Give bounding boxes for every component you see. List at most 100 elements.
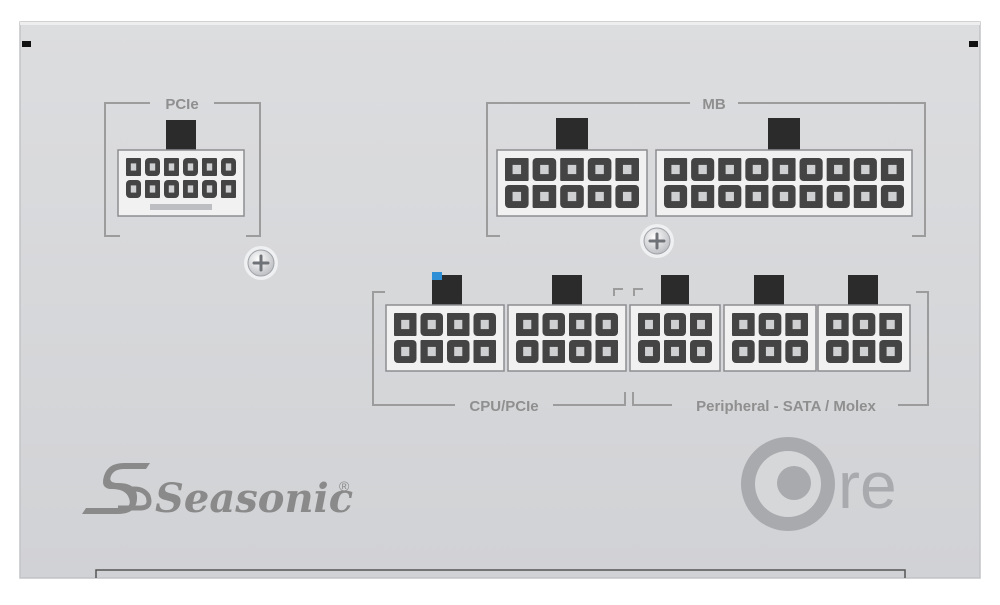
registered-mark: ® bbox=[339, 478, 350, 494]
pin-contact bbox=[480, 319, 489, 330]
pin-contact bbox=[401, 346, 410, 357]
pin-contact bbox=[206, 163, 213, 171]
connector-latch bbox=[432, 275, 462, 309]
pin-contact bbox=[595, 164, 604, 175]
pin-contact bbox=[671, 319, 679, 330]
pin-contact bbox=[765, 346, 775, 357]
seasonic-wordmark: Seasonic bbox=[155, 475, 353, 522]
pin-contact bbox=[480, 346, 489, 357]
pcie-bracket bbox=[104, 102, 261, 237]
pin-contact bbox=[861, 191, 870, 202]
pin-contact bbox=[833, 319, 842, 330]
connector-latch bbox=[556, 118, 588, 154]
pin-contact bbox=[576, 346, 585, 357]
pin-contact bbox=[888, 191, 897, 202]
core-logo-dot bbox=[777, 466, 811, 500]
pin-contact bbox=[645, 319, 653, 330]
connector-accent-tab bbox=[432, 272, 442, 280]
pin-contact bbox=[523, 319, 532, 330]
pin-contact bbox=[549, 319, 558, 330]
pin-contact bbox=[833, 346, 842, 357]
pin-contact bbox=[206, 185, 213, 193]
pin-contact bbox=[739, 346, 748, 357]
pin-contact bbox=[671, 164, 680, 175]
screw bbox=[244, 246, 278, 280]
connector-latch bbox=[166, 120, 196, 154]
pin-contact bbox=[225, 163, 232, 171]
pin-contact bbox=[806, 191, 816, 202]
mb-label: MB bbox=[702, 96, 725, 113]
pin-contact bbox=[540, 164, 549, 175]
connector-sockets bbox=[117, 118, 913, 372]
pin-contact bbox=[540, 191, 549, 202]
pin-contact bbox=[512, 191, 522, 202]
core-series-logo: re bbox=[741, 437, 897, 531]
seasonic-mark-stroke bbox=[118, 486, 152, 511]
pin-contact bbox=[523, 346, 532, 357]
pin-contact bbox=[149, 185, 156, 193]
pin-contact bbox=[622, 191, 632, 202]
pin-contact bbox=[187, 163, 194, 171]
pin-contact bbox=[595, 191, 604, 202]
panel-top-edge bbox=[20, 22, 980, 25]
pin-contact bbox=[671, 346, 679, 357]
pin-contact bbox=[792, 346, 801, 357]
cpu-pcie-bracket bbox=[372, 288, 626, 406]
pcie-label: PCIe bbox=[165, 96, 198, 113]
pin-contact bbox=[645, 346, 653, 357]
pin-contact bbox=[834, 191, 843, 202]
pin-contact bbox=[168, 163, 175, 171]
pin-contact bbox=[427, 346, 436, 357]
pin-contact bbox=[454, 319, 463, 330]
connector-latch bbox=[768, 118, 800, 154]
peripheral-label: Peripheral - SATA / Molex bbox=[696, 398, 876, 415]
pin-contact bbox=[861, 164, 870, 175]
pin-contact bbox=[671, 191, 680, 202]
pin-contact bbox=[739, 319, 748, 330]
pin-contact bbox=[752, 164, 762, 175]
pin-contact bbox=[549, 346, 558, 357]
mb-bracket bbox=[486, 102, 926, 237]
pin-contact bbox=[602, 346, 611, 357]
seasonic-mark bbox=[82, 463, 150, 514]
pin-contact bbox=[834, 164, 843, 175]
pin-contact bbox=[765, 319, 775, 330]
pin-contact bbox=[725, 191, 734, 202]
bottom-bracket bbox=[95, 569, 906, 578]
pin-contact bbox=[567, 164, 577, 175]
pin-contact bbox=[622, 164, 632, 175]
screw bbox=[640, 224, 674, 258]
pin-contact bbox=[792, 319, 801, 330]
pin-contact bbox=[806, 164, 816, 175]
pin-contact bbox=[698, 164, 707, 175]
connector-latch bbox=[754, 275, 784, 309]
corner-mark-right bbox=[969, 41, 978, 47]
cpu-pcie-label: CPU/PCIe bbox=[469, 398, 538, 415]
pin-contact bbox=[752, 191, 762, 202]
core-logo-text: re bbox=[838, 448, 897, 522]
pin-contact bbox=[130, 185, 137, 193]
pin-contact bbox=[725, 164, 734, 175]
pin-contact bbox=[886, 346, 895, 357]
pin-contact bbox=[859, 346, 869, 357]
pin-contact bbox=[886, 319, 895, 330]
pin-contact bbox=[454, 346, 463, 357]
pin-contact bbox=[187, 185, 194, 193]
connector-key-slot bbox=[150, 204, 212, 210]
corner-mark-left bbox=[22, 41, 31, 47]
pin-contact bbox=[401, 319, 410, 330]
pin-contact bbox=[697, 319, 705, 330]
pin-contact bbox=[427, 319, 436, 330]
pin-contact bbox=[512, 164, 522, 175]
seasonic-logo: Seasonic ® bbox=[82, 463, 353, 522]
pin-contact bbox=[888, 164, 897, 175]
connector-latch bbox=[552, 275, 582, 309]
peripheral-bracket bbox=[632, 288, 929, 406]
connector-latch bbox=[848, 275, 878, 309]
pin-contact bbox=[225, 185, 232, 193]
pin-contact bbox=[130, 163, 137, 171]
pin-contact bbox=[576, 319, 585, 330]
pin-contact bbox=[779, 164, 789, 175]
